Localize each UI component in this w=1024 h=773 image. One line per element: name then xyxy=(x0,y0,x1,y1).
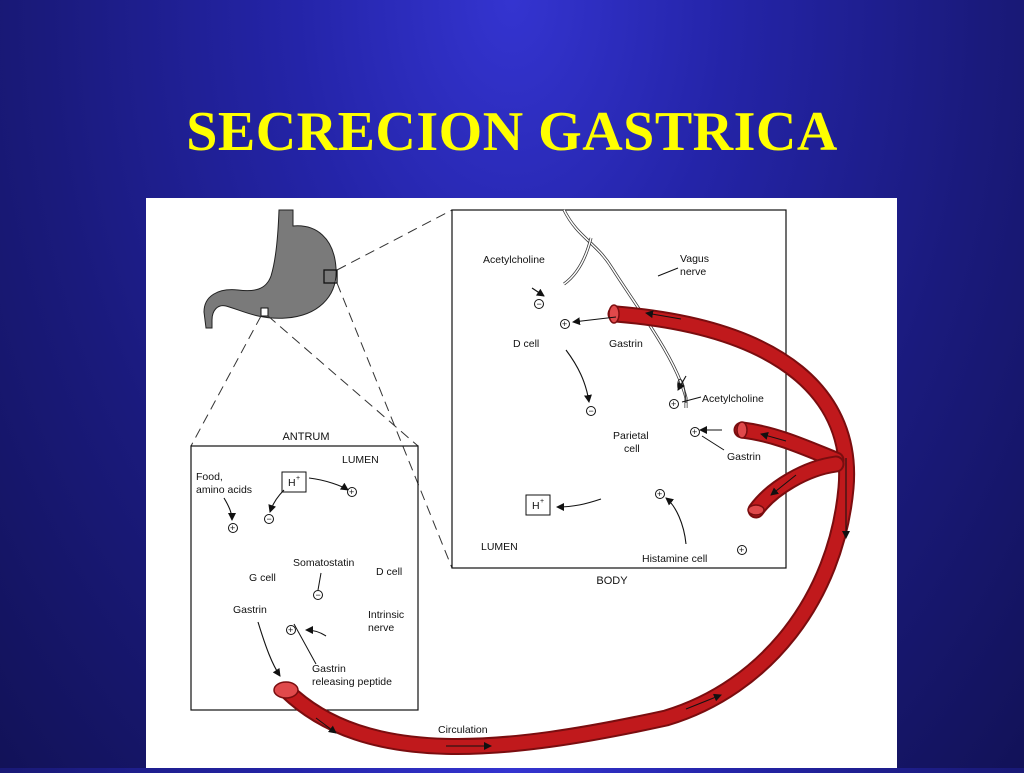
acetylcholine-top-label: Acetylcholine xyxy=(483,254,545,266)
intrinsic-nerve-line2: nerve xyxy=(368,622,394,634)
body-arrows xyxy=(531,287,722,545)
antrum-d-cell-label: D cell xyxy=(376,566,402,578)
svg-text:+: + xyxy=(230,523,235,533)
svg-text:+: + xyxy=(671,399,676,409)
antrum-gastrin-label: Gastrin xyxy=(233,604,267,616)
antrum-h-ion-sup: + xyxy=(296,475,300,482)
svg-text:+: + xyxy=(739,545,744,555)
parietal-cell-line2: cell xyxy=(624,443,640,455)
body-h-ion: H xyxy=(532,500,540,512)
histamine-cell-label: Histamine cell xyxy=(642,553,707,565)
antrum-lumen-label: LUMEN xyxy=(342,454,379,466)
antrum-arrows xyxy=(223,477,349,677)
gastric-secretion-diagram: ANTRUM LUMEN Food, amino acids H + Somat… xyxy=(146,198,897,768)
svg-text:−: − xyxy=(589,406,594,416)
g-cell-label: G cell xyxy=(249,572,276,584)
antrum-h-ion-box xyxy=(281,471,307,493)
body-panel xyxy=(451,209,787,569)
svg-text:+: + xyxy=(288,625,293,635)
grp-label-line1: Gastrin xyxy=(312,663,346,675)
circulation-vessels xyxy=(277,305,856,756)
body-h-ion-sup: + xyxy=(540,498,544,505)
svg-text:−: − xyxy=(316,590,321,600)
grp-label-line2: releasing peptide xyxy=(312,676,392,688)
body-signs: − + − + + + + xyxy=(534,299,747,555)
food-label-line1: Food, xyxy=(196,471,223,483)
body-d-cell-label: D cell xyxy=(513,338,539,350)
antrum-caption: ANTRUM xyxy=(282,431,329,443)
vagus-nerve-line1: Vagus xyxy=(680,253,709,265)
gastrin-top-label: Gastrin xyxy=(609,338,643,350)
acetylcholine-mid-label: Acetylcholine xyxy=(702,393,764,405)
svg-text:+: + xyxy=(657,489,662,499)
flow-arrows xyxy=(315,310,850,750)
slide-title: SECRECION GASTRICA xyxy=(186,101,838,163)
somatostatin-label: Somatostatin xyxy=(293,557,354,569)
vagus-nerve-line2: nerve xyxy=(680,266,706,278)
svg-text:−: − xyxy=(267,514,272,524)
antrum-h-ion: H xyxy=(288,477,296,489)
body-h-ion-box xyxy=(525,494,551,516)
svg-text:+: + xyxy=(692,427,697,437)
zoom-lines xyxy=(190,209,453,569)
food-label-line2: amino acids xyxy=(196,484,252,496)
circulation-label: Circulation xyxy=(438,724,488,736)
parietal-cell-line1: Parietal xyxy=(613,430,649,442)
body-region-marker xyxy=(323,269,338,284)
svg-text:−: − xyxy=(537,299,542,309)
body-caption: BODY xyxy=(596,575,628,587)
svg-text:+: + xyxy=(349,487,354,497)
intrinsic-nerve-line1: Intrinsic xyxy=(368,609,404,621)
antrum-region-marker xyxy=(260,307,269,317)
antrum-signs: + − + − + xyxy=(228,487,357,635)
svg-text:+: + xyxy=(562,319,567,329)
stomach-shape xyxy=(203,209,337,329)
body-lumen-label: LUMEN xyxy=(481,541,518,553)
gastrin-mid-label: Gastrin xyxy=(727,451,761,463)
